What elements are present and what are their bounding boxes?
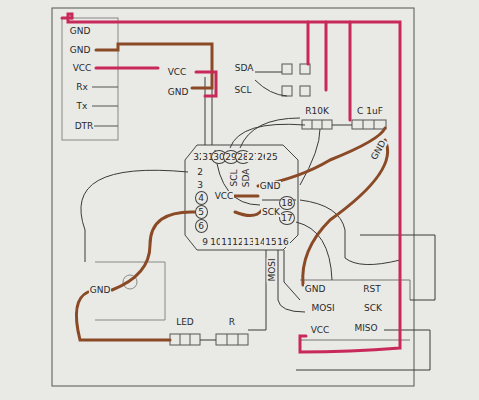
resistor-symbol	[216, 334, 248, 345]
pin-number: 18	[279, 196, 294, 210]
wire	[300, 200, 400, 300]
pin-label: VCC	[167, 67, 188, 77]
pin-label: C 1uF	[356, 106, 384, 116]
pin-label: R	[228, 317, 236, 327]
chip-outline	[185, 145, 298, 250]
capacitor-symbol	[352, 120, 386, 129]
pin-number: 5	[195, 205, 208, 219]
gnd-wire	[96, 44, 212, 88]
pin-label: VCC	[310, 325, 331, 335]
vcc-wire	[62, 18, 350, 120]
ftdi-header	[62, 18, 118, 140]
pad	[300, 86, 310, 96]
resistor-symbol	[302, 120, 332, 129]
pin-label: MOSI	[267, 257, 277, 282]
pin-label: VCC	[214, 191, 235, 201]
pin-label: GND	[259, 181, 282, 191]
wire	[255, 72, 287, 96]
pad	[282, 86, 292, 96]
wire	[81, 170, 188, 262]
header-pins	[92, 87, 118, 126]
pin-label: VCC	[72, 63, 93, 73]
pin-label: SCL	[233, 85, 252, 95]
pin-label: SDA	[241, 168, 251, 189]
pin-number: 6	[195, 219, 208, 233]
pin-label: GND	[167, 87, 190, 97]
pin-label: 25	[265, 152, 278, 162]
pin-label: GND	[304, 284, 327, 294]
pin-label: Tx	[76, 101, 89, 111]
pin-label: GND	[69, 26, 92, 36]
wire	[200, 250, 266, 340]
pin-label: R10K	[304, 106, 330, 116]
vcc-wire	[96, 68, 216, 96]
pin-label: RST	[362, 284, 381, 294]
pin-label: SCK	[261, 207, 281, 217]
pin-label: GND	[69, 45, 92, 55]
pin-label: SCL	[229, 168, 239, 187]
pin-label: SDA	[234, 63, 255, 73]
pin-label: SCK	[363, 303, 383, 313]
pad	[300, 64, 310, 74]
pin-label: MOSI	[310, 303, 335, 313]
pin-label: 16	[276, 237, 289, 247]
pin-label: 9	[201, 237, 209, 247]
pad	[282, 64, 292, 74]
pin-label: MISO	[353, 323, 378, 333]
led-symbol	[170, 334, 200, 345]
gnd-wire	[76, 212, 196, 340]
pin-label: 2	[196, 167, 204, 177]
pin-label: GND	[89, 285, 112, 295]
pin-number: 4	[195, 191, 208, 205]
pin-label: DTR	[74, 121, 95, 131]
gnd-wire	[258, 128, 388, 285]
pin-label: 3	[196, 180, 204, 190]
pin-number: 17	[279, 211, 294, 225]
board-outline	[52, 8, 414, 386]
pin-label: LED	[175, 317, 195, 327]
pin-label: Rx	[75, 82, 89, 92]
